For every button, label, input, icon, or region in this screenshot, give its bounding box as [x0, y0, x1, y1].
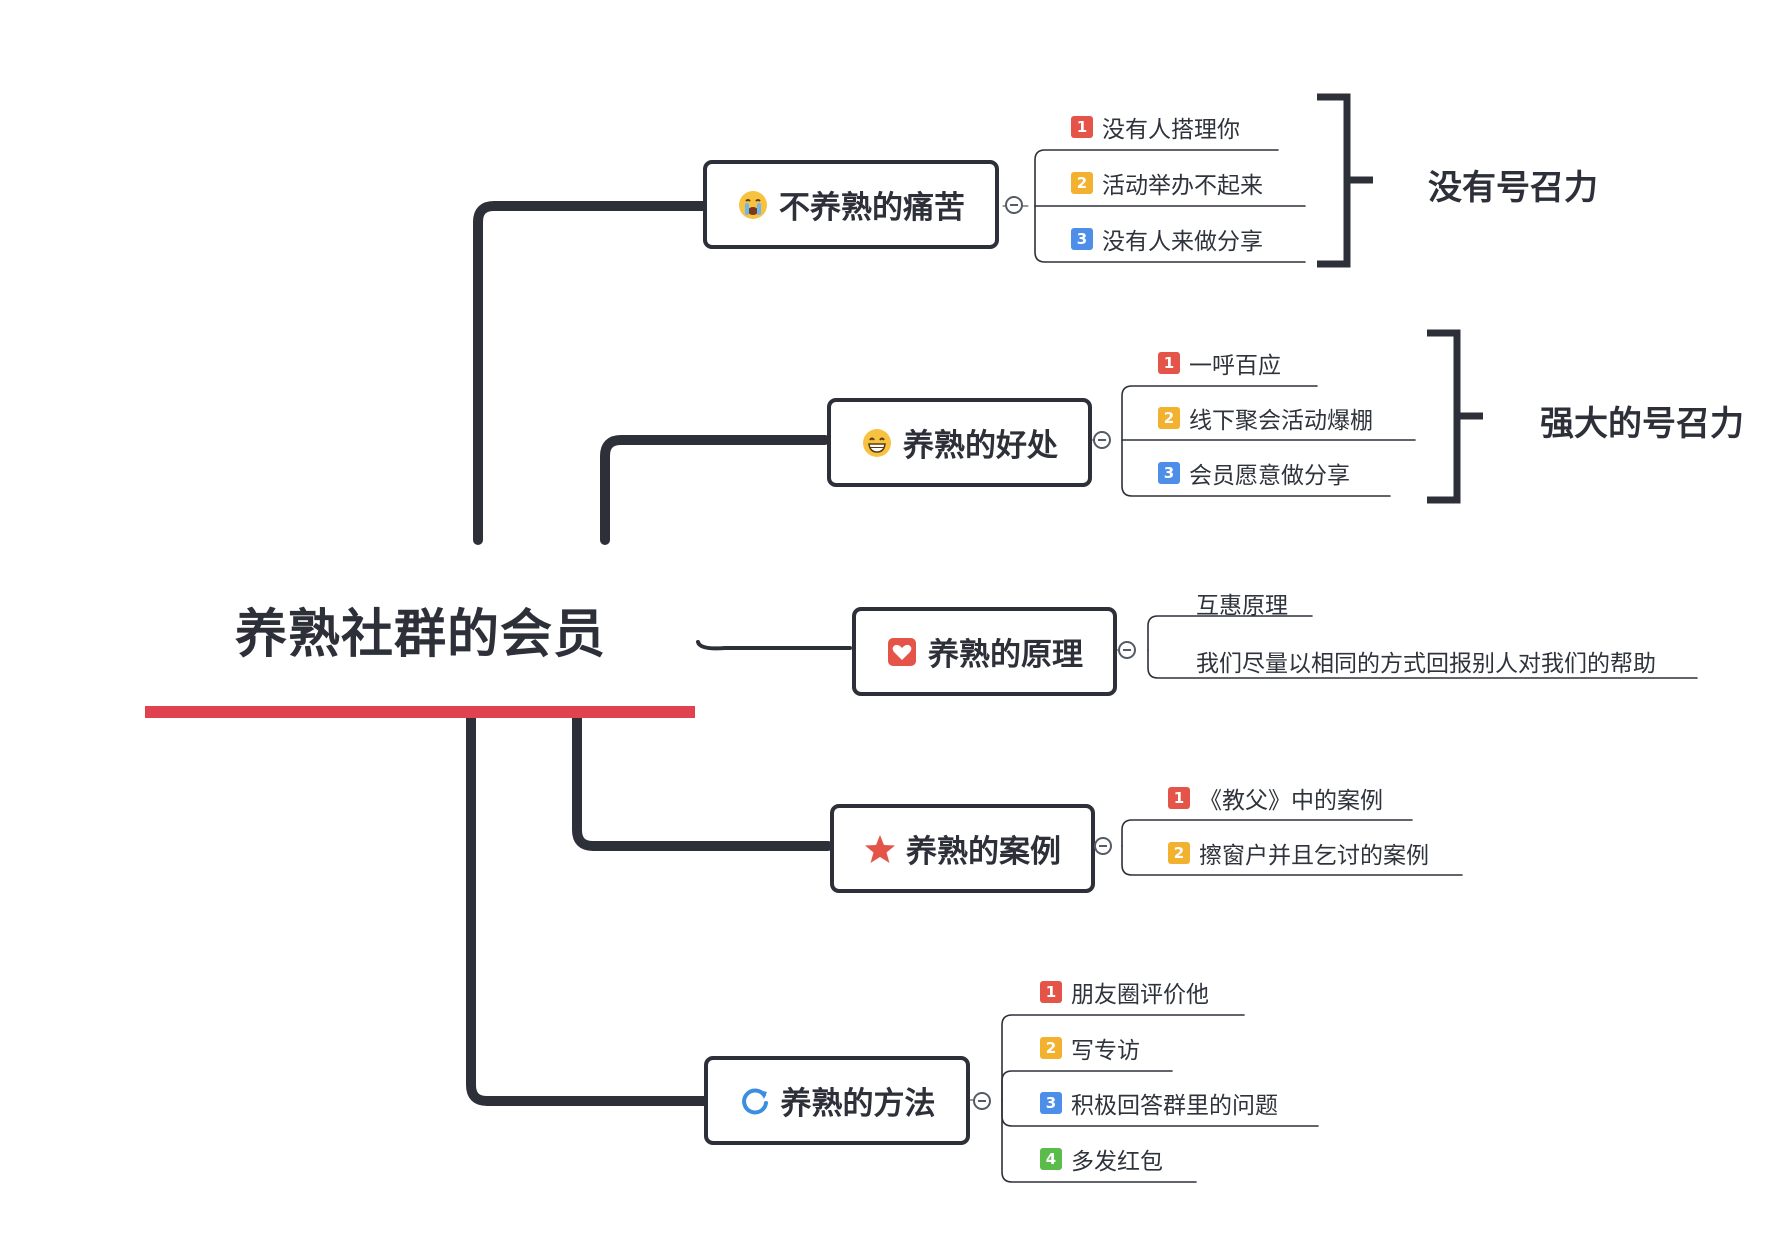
priority-badge: 4: [1040, 1148, 1062, 1170]
priority-badge: 3: [1040, 1092, 1062, 1114]
leaf-label: 擦窗户并且乞讨的案例: [1199, 843, 1429, 869]
leaf-label: 会员愿意做分享: [1189, 463, 1350, 489]
branch-label: 养熟的好处: [903, 428, 1058, 464]
priority-badge: 2: [1168, 842, 1190, 864]
priority-badge: 2: [1071, 172, 1093, 194]
refresh-icon: [739, 1085, 771, 1117]
list-item: 互惠原理: [1196, 586, 1288, 620]
list-item: 1 朋友圈评价他: [1040, 975, 1209, 1009]
list-item: 2 线下聚会活动爆棚: [1158, 401, 1373, 435]
priority-badge: 1: [1040, 981, 1062, 1003]
priority-badge: 3: [1158, 462, 1180, 484]
leaf-label: 写专访: [1071, 1038, 1140, 1064]
list-item: 2 活动举办不起来: [1071, 166, 1263, 200]
branch-label: 养熟的原理: [928, 637, 1083, 673]
leaf-label: 活动举办不起来: [1102, 173, 1263, 199]
leaf-label: 我们尽量以相同的方式回报别人对我们的帮助: [1196, 651, 1656, 677]
branch-label: 养熟的案例: [906, 834, 1061, 870]
summary-label[interactable]: 没有号召力: [1428, 168, 1598, 208]
branch-topic-cases[interactable]: 养熟的案例: [830, 804, 1095, 893]
collapse-toggle[interactable]: [973, 1092, 991, 1110]
list-item: 我们尽量以相同的方式回报别人对我们的帮助: [1196, 644, 1656, 678]
branch-topic-benefits[interactable]: 养熟的好处: [827, 398, 1092, 487]
priority-badge: 1: [1071, 116, 1093, 138]
list-item: 4 多发红包: [1040, 1142, 1163, 1176]
list-item: 1 《教父》中的案例: [1168, 781, 1383, 815]
leaf-label: 朋友圈评价他: [1071, 982, 1209, 1008]
branch-topic-methods[interactable]: 养熟的方法: [704, 1056, 970, 1145]
summary-label[interactable]: 强大的号召力: [1540, 404, 1744, 444]
leaf-label: 一呼百应: [1189, 353, 1281, 379]
leaf-label: 多发红包: [1071, 1149, 1163, 1175]
star-icon: [864, 833, 896, 865]
grinning-face-icon: [861, 427, 893, 459]
collapse-toggle[interactable]: [1093, 431, 1111, 449]
priority-badge: 3: [1071, 228, 1093, 250]
priority-badge: 1: [1168, 787, 1190, 809]
list-item: 3 会员愿意做分享: [1158, 456, 1350, 490]
collapse-toggle[interactable]: [1005, 196, 1023, 214]
leaf-label: 互惠原理: [1196, 593, 1288, 619]
leaf-label: 没有人搭理你: [1102, 117, 1240, 143]
collapse-toggle[interactable]: [1118, 641, 1136, 659]
priority-badge: 2: [1040, 1037, 1062, 1059]
branch-topic-principle[interactable]: 养熟的原理: [852, 607, 1117, 696]
leaf-label: 线下聚会活动爆棚: [1189, 408, 1373, 434]
priority-badge: 1: [1158, 352, 1180, 374]
crying-face-icon: [737, 189, 769, 221]
list-item: 2 写专访: [1040, 1031, 1140, 1065]
list-item: 2 擦窗户并且乞讨的案例: [1168, 836, 1429, 870]
branch-label: 不养熟的痛苦: [779, 190, 965, 226]
leaf-label: 积极回答群里的问题: [1071, 1093, 1278, 1119]
root-underline: [145, 706, 695, 718]
heart-icon: [886, 636, 918, 668]
leaf-label: 《教父》中的案例: [1199, 788, 1383, 814]
branch-topic-pain[interactable]: 不养熟的痛苦: [703, 160, 999, 249]
root-topic[interactable]: 养熟社群的会员: [235, 605, 607, 665]
leaf-label: 没有人来做分享: [1102, 229, 1263, 255]
list-item: 3 没有人来做分享: [1071, 222, 1263, 256]
list-item: 3 积极回答群里的问题: [1040, 1086, 1278, 1120]
collapse-toggle[interactable]: [1094, 837, 1112, 855]
list-item: 1 没有人搭理你: [1071, 110, 1240, 144]
branch-label: 养熟的方法: [780, 1086, 936, 1122]
priority-badge: 2: [1158, 407, 1180, 429]
list-item: 1 一呼百应: [1158, 346, 1281, 380]
